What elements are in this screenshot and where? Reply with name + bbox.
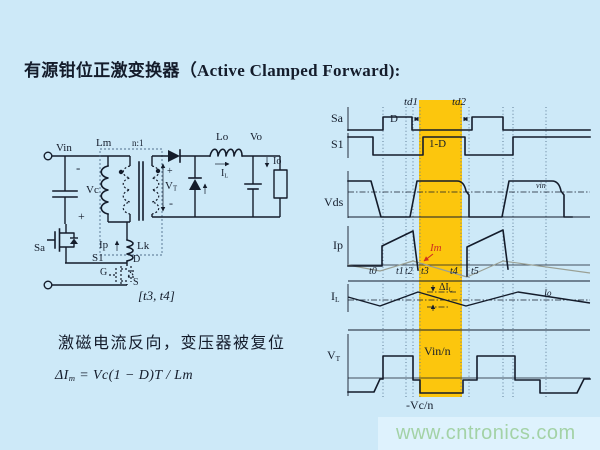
row-label-ip: Ip [333, 238, 343, 252]
s1-body-diode [126, 270, 136, 278]
vc-minus-sign: - [76, 160, 81, 175]
row-label-il: IL [331, 289, 340, 304]
formula: ΔIm = Vc(1 − D)T / Lm [55, 368, 193, 384]
vt-plus-sign: + [167, 166, 173, 177]
sa-waveform [347, 116, 591, 131]
il-label: IL [221, 168, 229, 180]
secondary-polarity-dot [155, 168, 161, 174]
title-en: Active Clamped Forward [197, 61, 389, 80]
lm-label: Lm [96, 137, 112, 149]
ripple-reference-lines [427, 291, 458, 308]
one-minus-d-label: 1-D [429, 138, 447, 150]
page-title: 有源钳位正激变换器（Active Clamped Forward): [24, 61, 401, 80]
mosfet-s1 [109, 261, 136, 285]
sa-body-diode [70, 238, 78, 244]
s1-label: S1 [92, 252, 104, 264]
delta-il-label: ΔIL [439, 282, 453, 294]
timing-diagram [347, 100, 591, 397]
time-label-t3: t3 [421, 266, 429, 277]
duty-label: D [390, 113, 398, 125]
vds-waveform [347, 180, 573, 218]
vc-plus-sign: + [78, 209, 85, 223]
im-pointer-arrow [423, 253, 434, 262]
row-label-vds: Vds [324, 195, 344, 209]
footer-band: www.cntronics.com [378, 417, 600, 450]
output-inductor-lo [209, 148, 243, 157]
primary-winding [122, 165, 131, 215]
time-label-t4: t4 [450, 266, 458, 277]
turns-ratio-label: n:1 [132, 138, 144, 148]
vin-terminal [43, 151, 53, 161]
vt-waveform [347, 355, 591, 394]
vin-over-n-label: Vin/n [424, 344, 451, 358]
time-label-t1: t1 [396, 266, 404, 277]
s1-drain-label: D [133, 254, 141, 265]
secondary-winding [151, 165, 160, 215]
circuit-schematic [43, 148, 288, 290]
s1-waveform [347, 136, 591, 156]
vin-ref-label: vin [536, 181, 546, 190]
time-label-t0: t0 [369, 266, 377, 277]
ip-label: Ip [99, 239, 109, 251]
time-label-t2: t2 [405, 266, 413, 277]
io-label: Io [273, 156, 282, 167]
im-label: Im [430, 242, 442, 254]
il-waveform [347, 291, 591, 307]
interval-note: [t3, t4] [138, 288, 175, 303]
return-terminal [43, 280, 53, 290]
row-label-vt: VT [327, 348, 341, 363]
row-label-sa: Sa [331, 111, 343, 125]
primary-polarity-dot [118, 169, 124, 175]
footer-url[interactable]: www.cntronics.com [396, 422, 576, 444]
description-text: 激磁电流反向，变压器被复位 [58, 335, 286, 352]
td1-label: td1 [404, 96, 419, 108]
vt-label: VT [165, 180, 178, 193]
neg-vc-over-n-label: -Vc/n [406, 398, 434, 412]
lo-label: Lo [216, 131, 229, 143]
td2-label: td2 [452, 96, 467, 108]
s1-gate-label: G [100, 267, 108, 278]
vo-label: Vo [250, 131, 263, 143]
forward-diode [168, 150, 180, 162]
vin-label: Vin [56, 142, 72, 154]
ip-waveform [347, 229, 509, 277]
leakage-inductor-lk [126, 239, 134, 262]
magnetizing-inductor-lm [100, 165, 109, 215]
mosfet-sa [47, 224, 78, 263]
clamp-capacitor [52, 190, 78, 198]
vc-label: Vc [86, 184, 99, 196]
sa-label: Sa [34, 242, 45, 254]
im-waveform [347, 260, 591, 278]
highlight-band-t3-t4 [419, 100, 462, 397]
load-resistor [273, 169, 288, 199]
lk-label: Lk [137, 240, 150, 252]
freewheel-diode [189, 179, 201, 190]
time-label-t5: t5 [471, 266, 479, 277]
row-label-s1: S1 [331, 137, 344, 151]
s1-source-label: S [133, 277, 139, 288]
io-ref-label: Io [544, 288, 552, 298]
transformer-core [138, 161, 144, 221]
vt-minus-sign: - [169, 196, 173, 210]
title-zh: 有源钳位正激变换器（ [24, 61, 197, 80]
